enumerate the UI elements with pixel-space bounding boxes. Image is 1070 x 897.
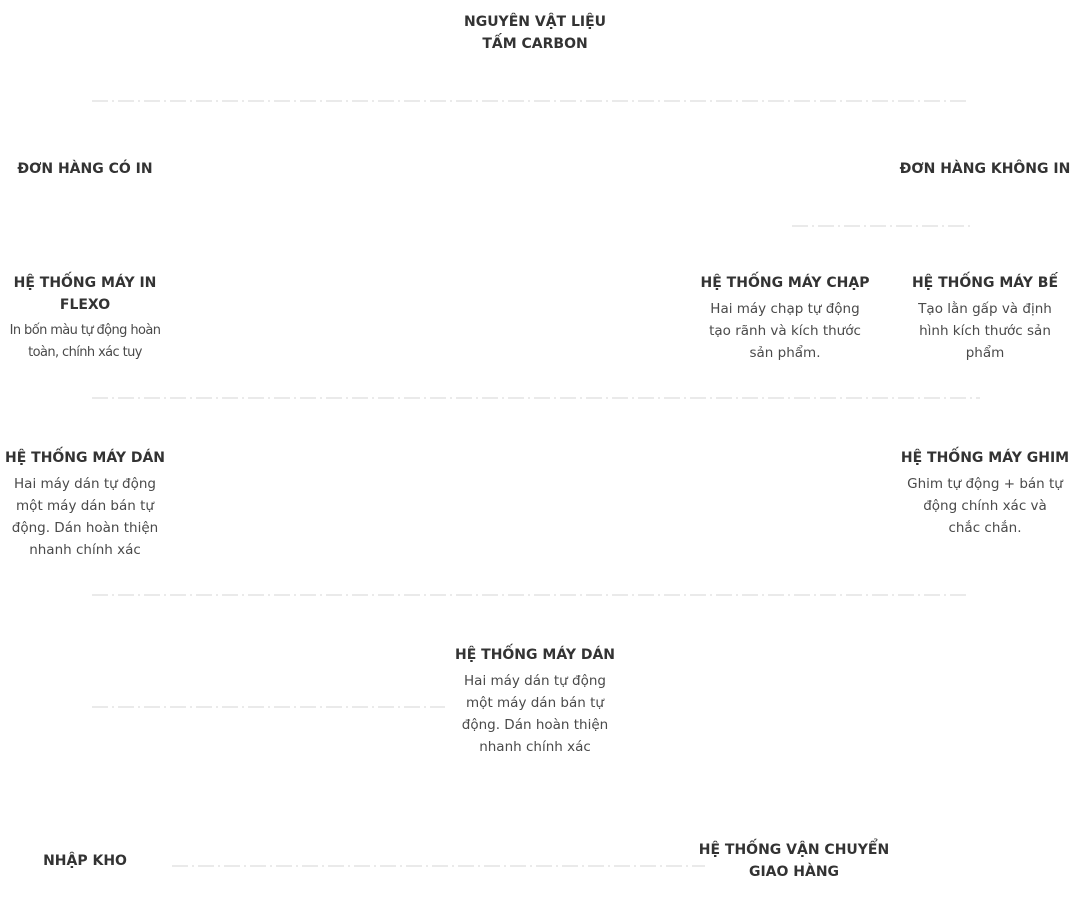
node-raw-material: NGUYÊN VẬT LIỆU TẤM CARBON [435, 11, 635, 55]
node-title: HỆ THỐNG MÁY IN FLEXO [13, 275, 157, 313]
node-title: HỆ THỐNG MÁY DÁN [4, 450, 165, 466]
node-title: HỆ THỐNG MÁY DÁN [454, 647, 615, 663]
node-unprinted-order: ĐƠN HÀNG KHÔNG IN [895, 158, 1070, 180]
node-gluing-center: HỆ THỐNG MÁY DÁN Hai máy dán tự động một… [450, 644, 620, 758]
node-warehouse: NHẬP KHO [15, 850, 155, 872]
node-title: HỆ THỐNG VẬN CHUYỂN GIAO HÀNG [698, 842, 890, 880]
node-title: NHẬP KHO [43, 853, 127, 869]
node-stitching: HỆ THỐNG MÁY GHIM Ghim tự động + bán tự … [900, 447, 1070, 539]
node-description: Tạo lằn gấp và định hình kích thước sản … [918, 301, 1052, 361]
node-shipping: HỆ THỐNG VẬN CHUYỂN GIAO HÀNG [694, 839, 894, 883]
node-title: HỆ THỐNG MÁY GHIM [900, 450, 1070, 466]
node-description: Ghim tự động + bán tự động chính xác và … [907, 476, 1063, 536]
node-title: ĐƠN HÀNG CÓ IN [17, 161, 153, 177]
node-creasing: HỆ THỐNG MÁY CHẠP Hai máy chạp tự động t… [695, 272, 875, 364]
node-description: Hai máy chạp tự động tạo rãnh và kích th… [709, 301, 861, 361]
node-title: ĐƠN HÀNG KHÔNG IN [899, 161, 1070, 177]
node-printed-order: ĐƠN HÀNG CÓ IN [5, 158, 165, 180]
node-title: NGUYÊN VẬT LIỆU TẤM CARBON [463, 14, 607, 52]
node-description: Hai máy dán tự động một máy dán bán tự đ… [11, 476, 159, 558]
node-title: HỆ THỐNG MÁY BẾ [911, 275, 1059, 291]
node-die-cut: HỆ THỐNG MÁY BẾ Tạo lằn gấp và định hình… [905, 272, 1065, 364]
node-title: HỆ THỐNG MÁY CHẠP [700, 275, 870, 291]
node-description: In bốn màu tự động hoàn toàn, chính xác … [9, 323, 161, 360]
node-description: Hai máy dán tự động một máy dán bán tự đ… [461, 673, 609, 755]
node-flexo: HỆ THỐNG MÁY IN FLEXO In bốn màu tự động… [5, 272, 165, 364]
node-gluing-left: HỆ THỐNG MÁY DÁN Hai máy dán tự động một… [0, 447, 170, 561]
